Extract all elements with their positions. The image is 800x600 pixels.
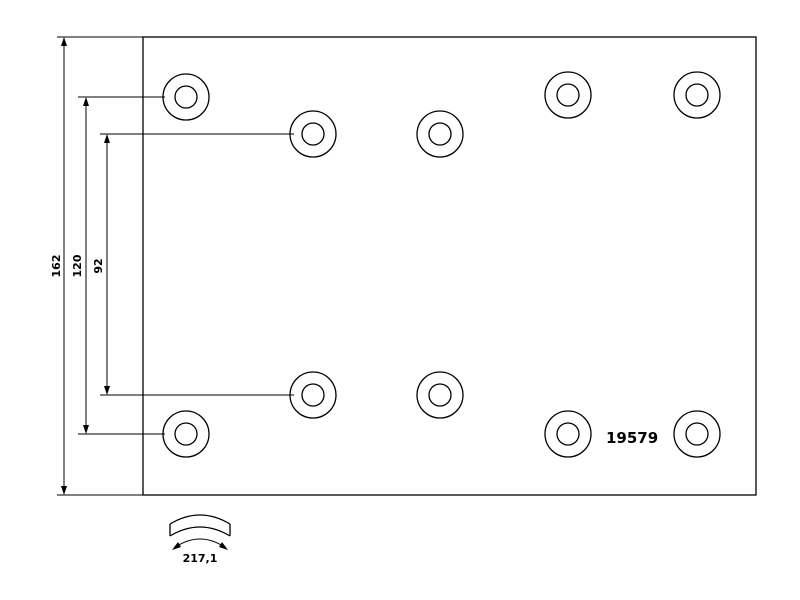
outer-hole-spacing-label: 120 [71,254,84,277]
arc-length-label: 217,1 [183,552,218,565]
rivet-hole-bottom-inner-1 [289,371,337,419]
rivet-hole-top-left-outer [162,73,210,121]
rivet-hole-top-right-2 [673,71,721,119]
overall-height-label: 162 [50,255,63,278]
rivet-hole-bottom-inner-2 [416,371,464,419]
part-number-label: 19579 [606,429,658,447]
rivet-hole-top-right-1 [544,71,592,119]
rivet-hole-bottom-right-1 [544,410,592,458]
outer-hole-spacing-dimension [78,96,165,435]
rivet-hole-bottom-left-outer [162,410,210,458]
rivet-hole-top-inner-1 [289,110,337,158]
inner-hole-spacing-dimension [100,133,294,396]
rivet-hole-top-inner-2 [416,110,464,158]
inner-hole-spacing-label: 92 [92,258,105,273]
overall-height-dimension [61,37,67,495]
lining-plate-outline [142,36,757,496]
rivet-hole-bottom-right-2 [673,410,721,458]
arc-curvature-symbol [169,514,231,550]
